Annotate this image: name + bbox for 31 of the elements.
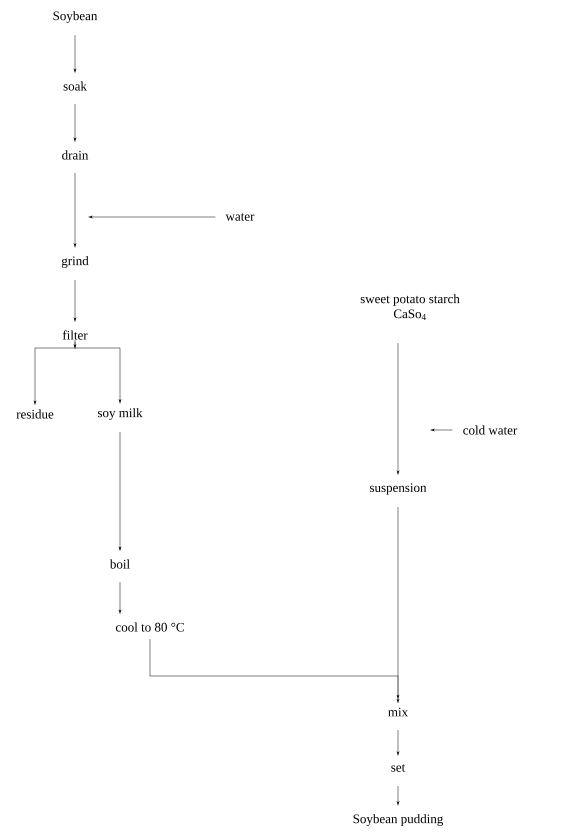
- arrow: [430, 428, 453, 432]
- arrow: [396, 506, 400, 699]
- step-label: filter: [62, 330, 88, 340]
- arrow: [118, 582, 122, 614]
- step-label: grind: [62, 256, 89, 268]
- arrow: [74, 104, 76, 142]
- step-label: boil: [110, 559, 130, 569]
- step-label: suspension: [370, 483, 426, 495]
- arrow: [396, 342, 400, 474]
- step-label: soak: [64, 81, 87, 91]
- arrow: [118, 432, 122, 551]
- input-label: water: [226, 213, 254, 221]
- input-label: cold water: [463, 425, 518, 435]
- step-label: mix: [388, 708, 408, 716]
- step-label: cool to 80 °C: [116, 622, 184, 632]
- step-label: set: [391, 764, 406, 772]
- arrow: [150, 638, 400, 703]
- step-label: residue: [16, 409, 54, 419]
- step-label: Soybean: [53, 11, 98, 23]
- arrow: [74, 280, 76, 322]
- arrow: [74, 34, 76, 73]
- step-label: soy milk: [98, 408, 143, 420]
- step-label: drain: [62, 150, 88, 160]
- arrow: [74, 172, 76, 248]
- step-label: Soybean pudding: [354, 814, 444, 826]
- arrow: [396, 786, 400, 806]
- arrow: [88, 216, 216, 218]
- arrow: [396, 730, 400, 756]
- ingredient-label: sweet potato starch CaSo$_{4}$: [360, 294, 460, 320]
- arrow: [34, 340, 76, 405]
- arrow: [74, 342, 122, 404]
